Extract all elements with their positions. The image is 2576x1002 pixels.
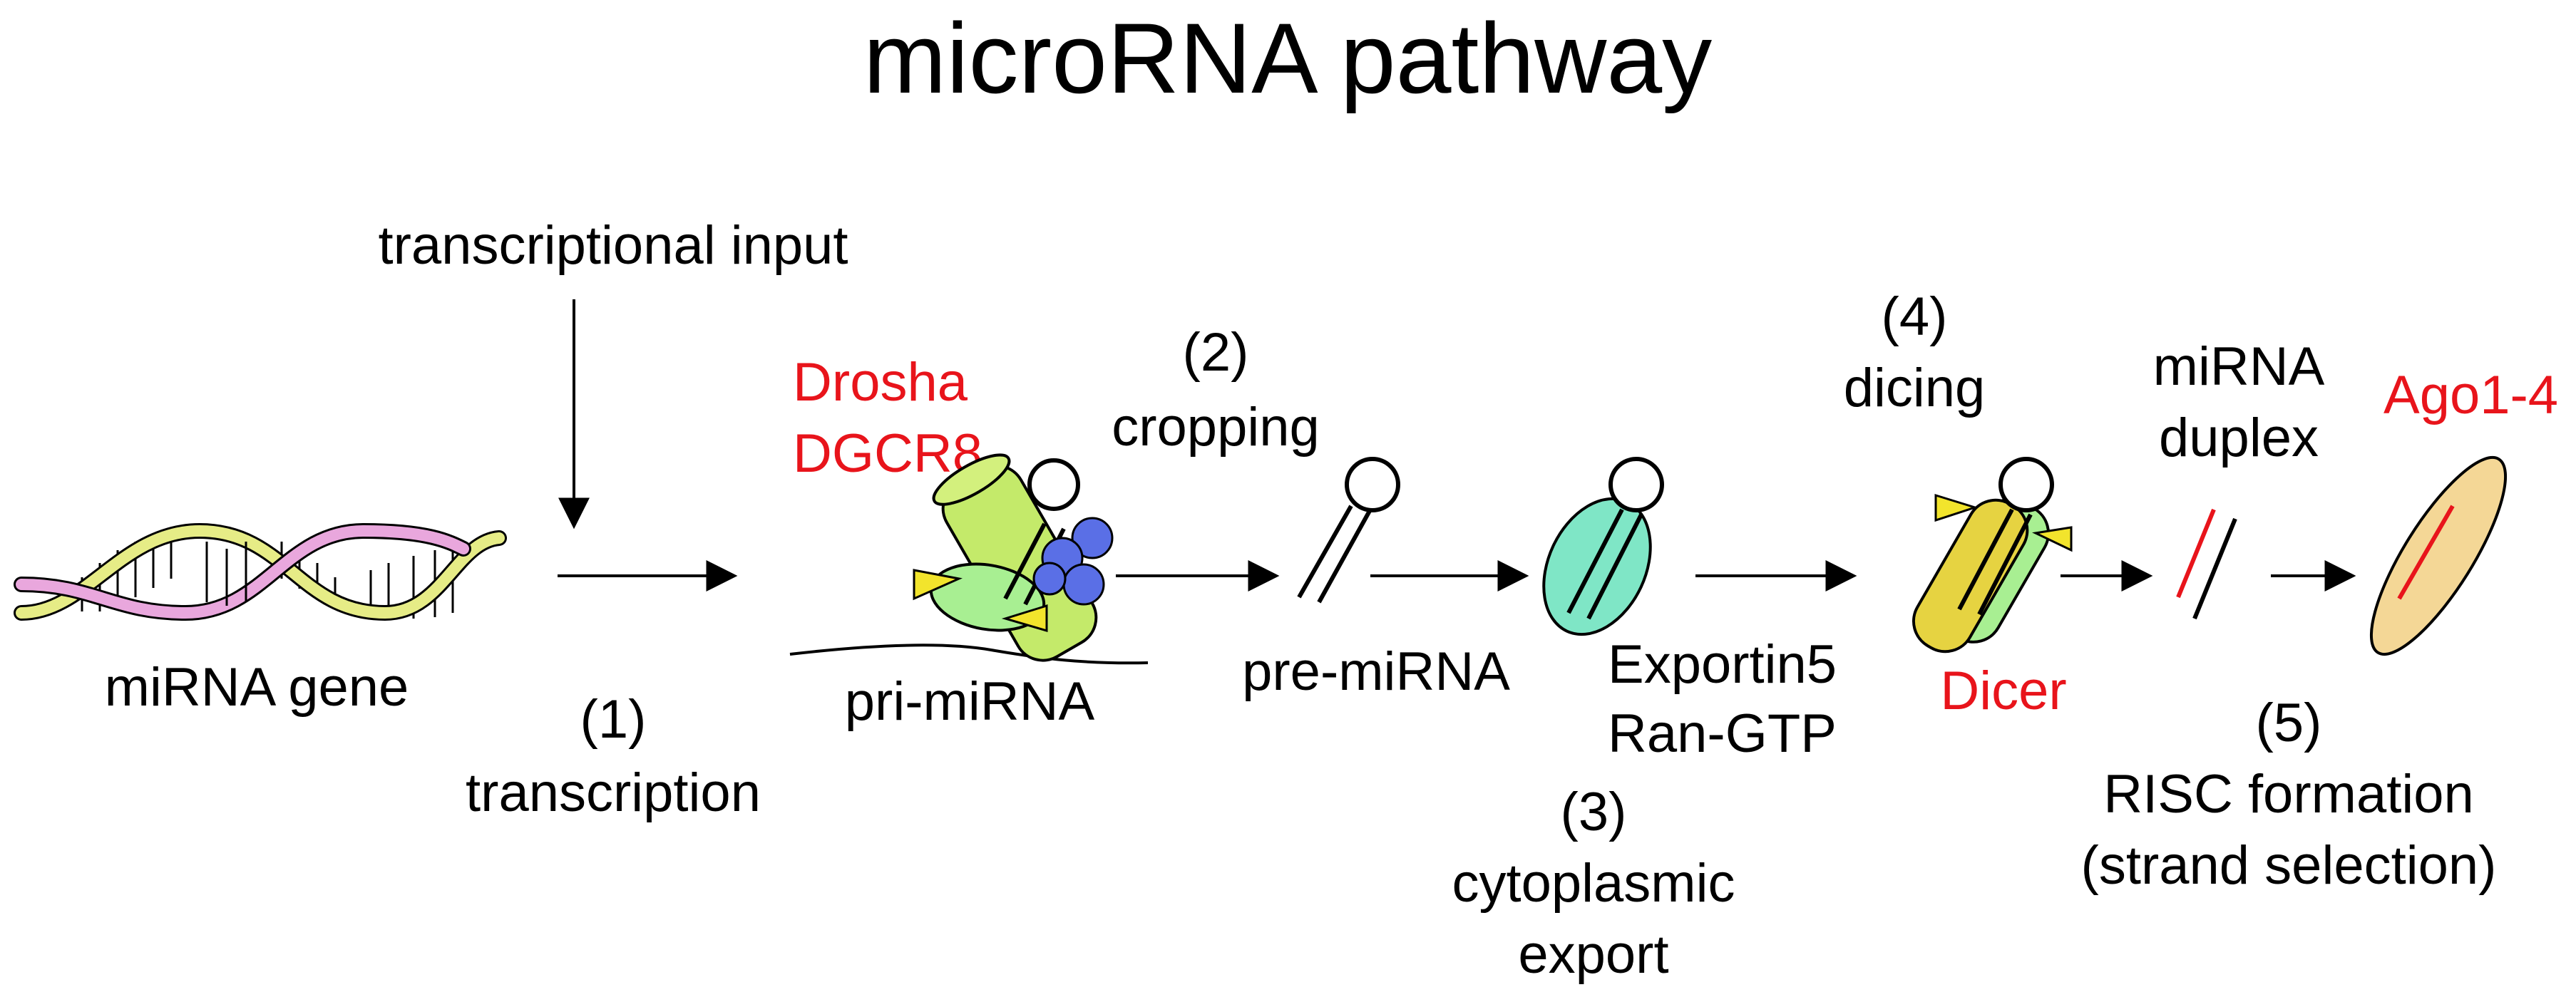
transcriptional-input-label: transcriptional input [378,215,848,276]
step1-label: transcription [466,763,761,823]
step1-number: (1) [580,689,647,750]
ago-risc-icon [2369,455,2508,656]
exportin5-complex-icon [1542,457,1664,636]
ran-gtp-label: Ran-GTP [1608,703,1837,764]
pri-mirna-label: pri-miRNA [845,671,1095,732]
microprocessor-complex-icon [789,453,1149,665]
drosha-label: Drosha [793,352,968,413]
step3-label-line2: export [1518,924,1668,985]
step5-label-line2: (strand selection) [2081,835,2497,896]
step4-label: dicing [1844,358,1986,418]
pre-mirna-hairpin-icon [1297,457,1400,604]
dgcr8-label: DGCR8 [793,423,982,484]
step5-number: (5) [2256,693,2322,753]
step3-number: (3) [1561,782,1627,842]
exportin5-label: Exportin5 [1608,634,1837,695]
step3-label-line1: cytoplasmic [1452,853,1735,914]
pre-mirna-label: pre-miRNA [1242,641,1510,702]
mirna-gene-label: miRNA gene [105,657,409,718]
step2-number: (2) [1183,322,1249,383]
mirna-duplex-label-line2: duplex [2159,408,2319,468]
dna-helix-icon [14,522,507,621]
step5-label-line1: RISC formation [2103,764,2474,825]
dicer-label: Dicer [1940,661,2066,721]
mirna-duplex-icon [2176,508,2237,620]
step4-number: (4) [1882,286,1948,347]
diagram-title: microRNA pathway [863,2,1712,114]
mirna-duplex-label-line1: miRNA [2153,336,2325,397]
step2-label: cropping [1112,397,1320,458]
ago-label: Ago1-4 [2383,365,2558,425]
dicer-complex-icon [1912,457,2073,654]
